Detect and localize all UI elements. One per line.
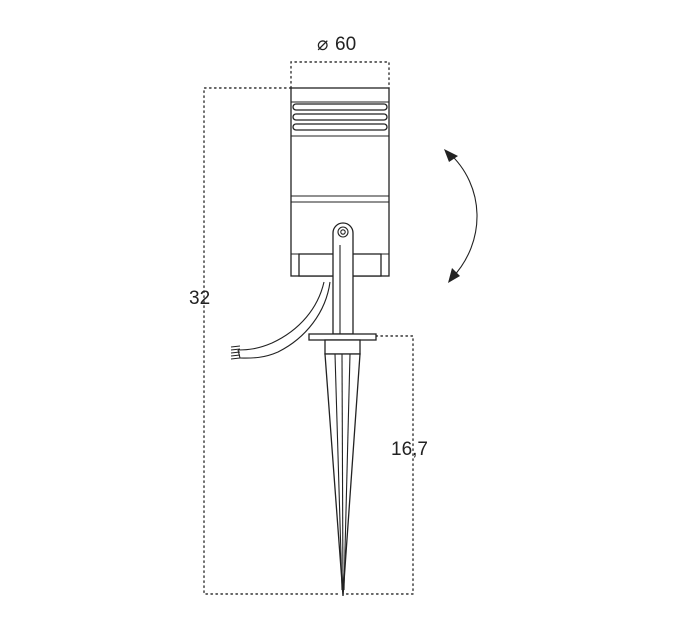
- spike-height-label: 16,7: [391, 439, 428, 460]
- mounting-bracket: [332, 222, 354, 335]
- diameter-dimension: ⌀ 60: [290, 34, 390, 89]
- spike-height-dimension: 16,7: [342, 335, 428, 595]
- total-height-label: 32: [189, 288, 210, 309]
- diameter-value: 60: [335, 34, 356, 55]
- curved-double-arrow-icon: [444, 149, 478, 283]
- ground-spike: [308, 333, 377, 597]
- power-cable: [230, 281, 331, 360]
- diameter-symbol: ⌀: [317, 34, 328, 55]
- total-height-dimension: 32: [189, 87, 341, 595]
- cable-end-icon: [230, 345, 241, 360]
